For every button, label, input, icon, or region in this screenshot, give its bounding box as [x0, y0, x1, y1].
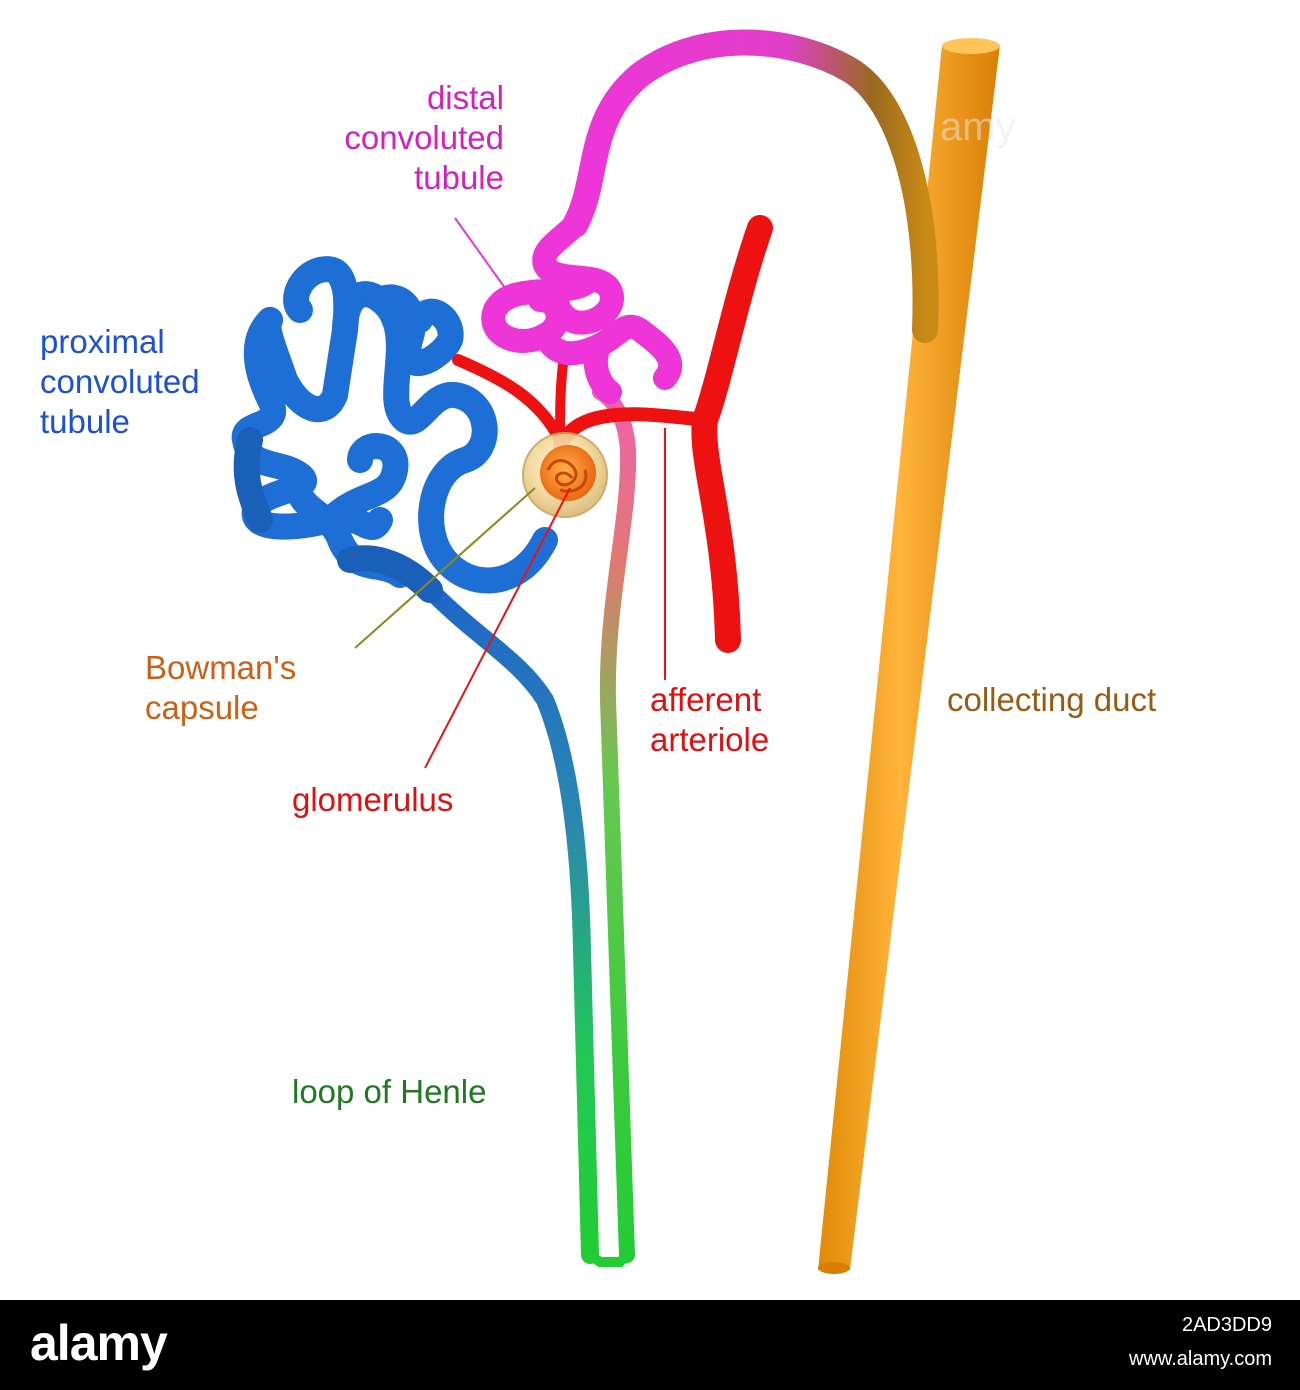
leader-distal [454, 217, 506, 289]
proximal-convoluted-tubule [231, 256, 558, 603]
brand-logo: alamy [30, 1315, 168, 1371]
label-collecting-duct: collecting duct [947, 681, 1157, 718]
watermark: amy [940, 105, 1016, 149]
leader-bowman [354, 487, 536, 649]
nephron-diagram: amy [231, 29, 1016, 1274]
site-url: www.alamy.com [1129, 1348, 1272, 1370]
distal-convoluted-tubule [481, 213, 683, 404]
collecting-duct [818, 38, 1000, 1274]
label-proximal-convoluted-tubule: proximal convoluted tubule [40, 323, 200, 440]
label-bowmans-capsule: Bowman's capsule [145, 649, 297, 726]
stock-footer: alamy 2AD3DD9 www.alamy.com [0, 1300, 1300, 1390]
label-distal-convoluted-tubule: distal convoluted tubule [344, 79, 504, 196]
label-afferent-arteriole: afferent arteriole [650, 681, 770, 758]
label-glomerulus: glomerulus [292, 781, 454, 818]
image-id: 2AD3DD9 [1181, 1314, 1272, 1336]
glomerulus [540, 445, 596, 501]
connecting-tubule [562, 29, 939, 343]
leader-lines [354, 217, 666, 769]
label-loop-of-henle: loop of Henle [292, 1073, 487, 1110]
leader-glomerulus [424, 487, 571, 769]
loop-of-henle [421, 384, 637, 1267]
